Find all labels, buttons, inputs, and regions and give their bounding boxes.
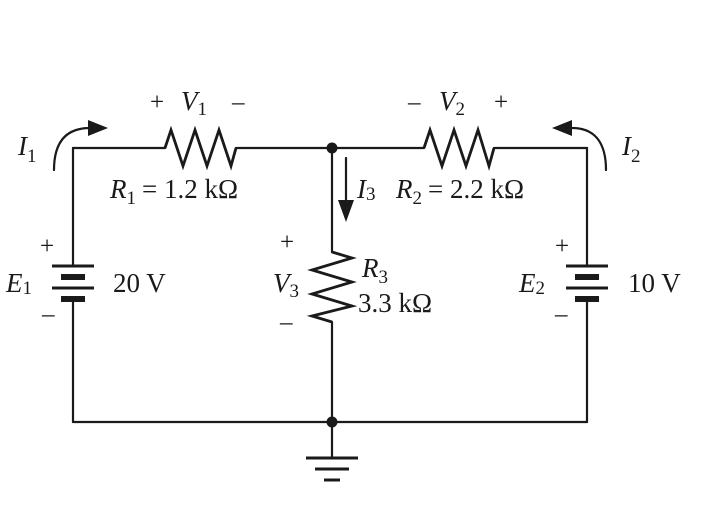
resistor-r1 <box>163 125 238 171</box>
v3-label: V3 <box>273 268 299 302</box>
resistor-r2 <box>422 125 496 172</box>
v1-label: V1 <box>181 86 207 120</box>
ground-symbol <box>306 456 358 482</box>
e1-label: E1 <box>5 268 32 299</box>
v2-plus-sign: + <box>494 89 508 116</box>
i2-label: I2 <box>621 131 641 167</box>
e2-value: 10 V <box>628 268 681 298</box>
v1-plus-sign: + <box>150 89 164 116</box>
node-bottom <box>326 416 338 428</box>
e1-minus-sign: – <box>41 301 55 328</box>
v1-minus-sign: – <box>231 89 245 116</box>
battery-e2 <box>566 264 608 302</box>
r2-label: R2= 2.2 kΩ <box>395 174 524 209</box>
e1-value: 20 V <box>113 268 166 298</box>
r3-value: 3.3 kΩ <box>358 288 432 318</box>
e2-label: E2 <box>518 268 545 299</box>
wires <box>71 146 589 460</box>
e1-plus-sign: + <box>40 233 54 260</box>
i1-label: I1 <box>17 131 37 167</box>
battery-e1 <box>52 264 94 302</box>
node-top <box>326 142 338 154</box>
v3-minus-sign: – <box>279 309 293 336</box>
v2-label: V2 <box>439 86 465 120</box>
current-arrow-i2 <box>552 120 608 172</box>
i3-label: I3 <box>356 174 376 205</box>
v3-plus-sign: + <box>280 229 294 256</box>
r3-label: R3 <box>361 253 388 288</box>
e2-minus-sign: – <box>554 301 568 328</box>
current-arrow-i3 <box>338 156 354 222</box>
e2-plus-sign: + <box>555 233 569 260</box>
resistor-r3 <box>306 250 358 324</box>
v2-minus-sign: – <box>407 89 421 116</box>
current-arrow-i1 <box>52 120 108 172</box>
r1-label: R1= 1.2 kΩ <box>109 174 238 209</box>
